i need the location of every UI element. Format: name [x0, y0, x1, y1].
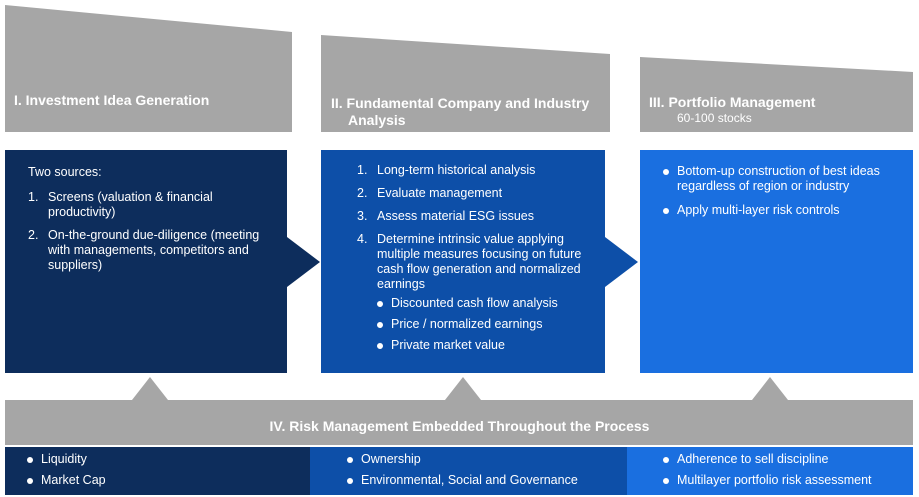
item-number: 1.	[28, 190, 39, 204]
risk-title: IV. Risk Management Embedded Throughout …	[269, 418, 650, 434]
bullet-icon	[377, 322, 383, 328]
risk-col3-strip	[627, 447, 913, 495]
item-number: 2.	[357, 186, 368, 200]
bullet-item: Price / normalized earnings	[377, 317, 589, 332]
stage2-title: II. Fundamental Company and Industry Ana…	[331, 95, 589, 129]
risk-band	[5, 377, 913, 445]
item-text: On-the-ground due-diligence (meeting wit…	[48, 228, 260, 272]
bullet-item: Multilayer portfolio risk assessment	[663, 473, 908, 488]
bullet-icon	[27, 457, 33, 463]
stage3-header-banner	[640, 57, 913, 132]
bullet-text: Adherence to sell discipline	[677, 452, 829, 466]
stage1-box	[5, 150, 320, 373]
stage1-header-banner	[5, 5, 292, 132]
stage2-header-banner	[321, 35, 610, 132]
stage3-box	[640, 150, 913, 373]
item-number: 3.	[357, 209, 368, 223]
bullet-text: Environmental, Social and Governance	[361, 473, 578, 487]
stage2-box	[321, 150, 638, 373]
stage3-content: Bottom-up construction of best ideas reg…	[663, 164, 903, 223]
item-text: Long-term historical analysis	[377, 163, 536, 177]
risk-col2: Ownership Environmental, Social and Gove…	[347, 452, 617, 494]
bullet-icon	[347, 457, 353, 463]
risk-col1: Liquidity Market Cap	[27, 452, 297, 494]
bullet-icon	[663, 457, 669, 463]
list-item: 1. Screens (valuation & financial produc…	[28, 190, 278, 220]
stage1-content: Two sources: 1. Screens (valuation & fin…	[28, 165, 278, 281]
bullet-icon	[663, 478, 669, 484]
bullet-icon	[27, 478, 33, 484]
bullet-text: Apply multi-layer risk controls	[677, 203, 840, 217]
risk-col1-strip	[5, 447, 310, 495]
bullet-text: Bottom-up construction of best ideas reg…	[677, 164, 880, 193]
bullet-item: Discounted cash flow analysis	[377, 296, 589, 311]
item-number: 2.	[28, 228, 39, 242]
bullet-item: Liquidity	[27, 452, 297, 467]
bullet-item: Adherence to sell discipline	[663, 452, 908, 467]
bullet-text: Private market value	[391, 338, 505, 352]
item-text: Determine intrinsic value applying multi…	[377, 232, 582, 291]
bullet-text: Market Cap	[41, 473, 106, 487]
bullet-item: Market Cap	[27, 473, 297, 488]
list-item: 2. On-the-ground due-diligence (meeting …	[28, 228, 278, 273]
bullet-item: Apply multi-layer risk controls	[663, 203, 903, 218]
bullet-icon	[377, 301, 383, 307]
item-text: Assess material ESG issues	[377, 209, 534, 223]
bullet-icon	[347, 478, 353, 484]
list-item: 1. Long-term historical analysis	[357, 163, 589, 178]
stage3-subtitle: 60-100 stocks	[677, 111, 752, 125]
stage1-intro: Two sources:	[28, 165, 102, 179]
stage2-sublist: Discounted cash flow analysis Price / no…	[377, 296, 589, 353]
list-item: 4. Determine intrinsic value applying mu…	[357, 232, 589, 292]
bullet-item: Environmental, Social and Governance	[347, 473, 617, 488]
bullet-text: Multilayer portfolio risk assessment	[677, 473, 872, 487]
bullet-text: Liquidity	[41, 452, 87, 466]
list-item: 3. Assess material ESG issues	[357, 209, 589, 224]
bullet-icon	[663, 169, 669, 175]
item-text: Screens (valuation & financial productiv…	[48, 190, 213, 219]
bullet-icon	[377, 343, 383, 349]
item-text: Evaluate management	[377, 186, 503, 200]
stage3-title-text: III. Portfolio Management	[649, 94, 816, 110]
stage3-title: III. Portfolio Management 60-100 stocks	[649, 94, 815, 125]
risk-col2-strip	[310, 447, 627, 495]
item-number: 1.	[357, 163, 368, 177]
bullet-item: Ownership	[347, 452, 617, 467]
bullet-text: Price / normalized earnings	[391, 317, 543, 331]
stage2-title-line1: II. Fundamental Company and Industry	[331, 95, 590, 111]
bullet-item: Bottom-up construction of best ideas reg…	[663, 164, 903, 194]
stage2-title-line2: Analysis	[348, 112, 406, 128]
stage1-title: I. Investment Idea Generation	[14, 92, 210, 108]
bullet-text: Ownership	[361, 452, 421, 466]
stage2-content: 1. Long-term historical analysis 2. Eval…	[357, 163, 589, 359]
item-number: 4.	[357, 232, 368, 246]
risk-col3: Adherence to sell discipline Multilayer …	[663, 452, 908, 494]
list-item: 2. Evaluate management	[357, 186, 589, 201]
bullet-icon	[663, 208, 669, 214]
bullet-text: Discounted cash flow analysis	[391, 296, 558, 310]
bullet-item: Private market value	[377, 338, 589, 353]
